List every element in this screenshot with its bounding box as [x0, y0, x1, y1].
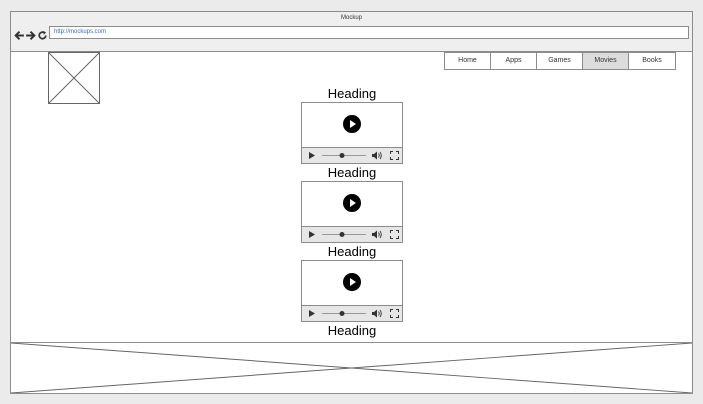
play-icon[interactable]	[343, 194, 361, 212]
section-heading: Heading	[327, 165, 377, 180]
forward-arrow-icon[interactable]	[25, 30, 36, 41]
section-heading: Heading	[327, 244, 377, 259]
video-player[interactable]	[301, 260, 403, 322]
url-field[interactable]: http://mockups.com	[49, 26, 689, 39]
browser-toolbar: http://mockups.com	[11, 24, 692, 52]
seek-slider[interactable]	[322, 309, 366, 318]
footer-placeholder-image	[11, 342, 692, 393]
video-controls	[302, 305, 402, 321]
section-heading: Heading	[327, 86, 377, 101]
reload-icon[interactable]	[37, 30, 48, 41]
video-controls	[302, 147, 402, 163]
nav-books[interactable]: Books	[642, 57, 662, 64]
window-title: Mockup	[11, 12, 692, 24]
seek-slider[interactable]	[322, 151, 366, 160]
fullscreen-icon[interactable]	[390, 151, 399, 160]
video-player[interactable]	[301, 181, 403, 243]
volume-icon[interactable]	[372, 230, 382, 239]
main-nav: Home Apps Games Movies Books	[444, 52, 676, 70]
back-arrow-icon[interactable]	[14, 30, 25, 41]
logo-placeholder-image	[48, 52, 100, 104]
nav-games[interactable]: Games	[537, 53, 583, 69]
play-icon[interactable]	[308, 151, 316, 160]
nav-home[interactable]: Home	[445, 53, 491, 69]
fullscreen-icon[interactable]	[390, 309, 399, 318]
section-heading: Heading	[327, 323, 377, 338]
nav-movies[interactable]: Movies	[583, 53, 629, 69]
volume-icon[interactable]	[372, 309, 382, 318]
video-player[interactable]	[301, 102, 403, 164]
browser-window: Mockup http://mockups.com Home Apps Game…	[10, 11, 693, 394]
play-icon[interactable]	[308, 230, 316, 239]
video-controls	[302, 226, 402, 242]
play-icon[interactable]	[308, 309, 316, 318]
volume-icon[interactable]	[372, 151, 382, 160]
play-icon[interactable]	[343, 115, 361, 133]
fullscreen-icon[interactable]	[390, 230, 399, 239]
nav-apps[interactable]: Apps	[491, 53, 537, 69]
play-icon[interactable]	[343, 273, 361, 291]
seek-slider[interactable]	[322, 230, 366, 239]
